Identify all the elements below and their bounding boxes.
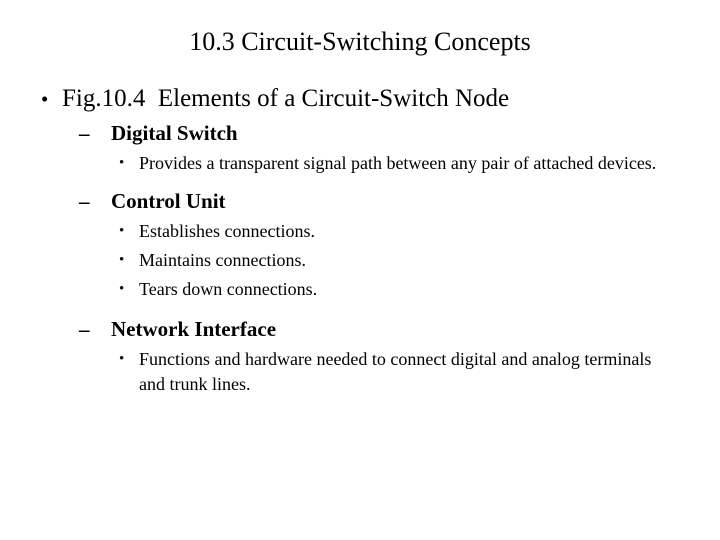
bullet-level3-item: • Functions and hardware needed to conne…	[0, 347, 720, 397]
bullet-level2-heading: – Control Unit	[0, 188, 720, 215]
section-heading-label: Digital Switch	[111, 121, 238, 145]
bullet-level3-item: • Establishes connections.	[0, 219, 720, 244]
section-heading-label: Network Interface	[111, 317, 277, 341]
bullet-dot-icon: •	[119, 155, 125, 171]
bullet-level3-label: Establishes connections.	[139, 221, 315, 241]
bullet-dot-icon: •	[119, 351, 125, 367]
bullet-level3-item: • Provides a transparent signal path bet…	[0, 151, 720, 176]
bullet-level3-label: Provides a transparent signal path betwe…	[139, 153, 657, 173]
bullet-dot-icon: •	[119, 281, 125, 297]
bullet-dot-icon: •	[119, 252, 125, 268]
bullet-level3-item: • Maintains connections.	[0, 248, 720, 273]
bullet-level3-label: Functions and hardware needed to connect…	[139, 349, 652, 394]
bullet-level1-label: Fig.10.4 Elements of a Circuit-Switch No…	[62, 85, 510, 112]
section-digital-switch: – Digital Switch • Provides a transparen…	[0, 120, 720, 176]
section-network-interface: – Network Interface • Functions and hard…	[0, 316, 720, 397]
section-heading-label: Control Unit	[111, 189, 226, 213]
bullet-level3-item: • Tears down connections.	[0, 277, 720, 302]
bullet-dash-icon: –	[79, 189, 90, 213]
bullet-level2-heading: – Digital Switch	[0, 120, 720, 147]
bullet-dash-icon: –	[79, 317, 90, 341]
bullet-dash-icon: –	[79, 121, 90, 145]
bullet-dot-icon: •	[41, 87, 49, 111]
slide-title: 10.3 Circuit-Switching Concepts	[189, 27, 531, 56]
section-control-unit: – Control Unit • Establishes connections…	[0, 188, 720, 302]
bullet-level1-fig-10-4: • Fig.10.4 Elements of a Circuit-Switch …	[0, 84, 720, 114]
slide-body: • Fig.10.4 Elements of a Circuit-Switch …	[0, 84, 720, 399]
bullet-level3-label: Tears down connections.	[139, 279, 318, 299]
bullet-level3-label: Maintains connections.	[139, 250, 306, 270]
bullet-level2-heading: – Network Interface	[0, 316, 720, 343]
bullet-dot-icon: •	[119, 223, 125, 239]
